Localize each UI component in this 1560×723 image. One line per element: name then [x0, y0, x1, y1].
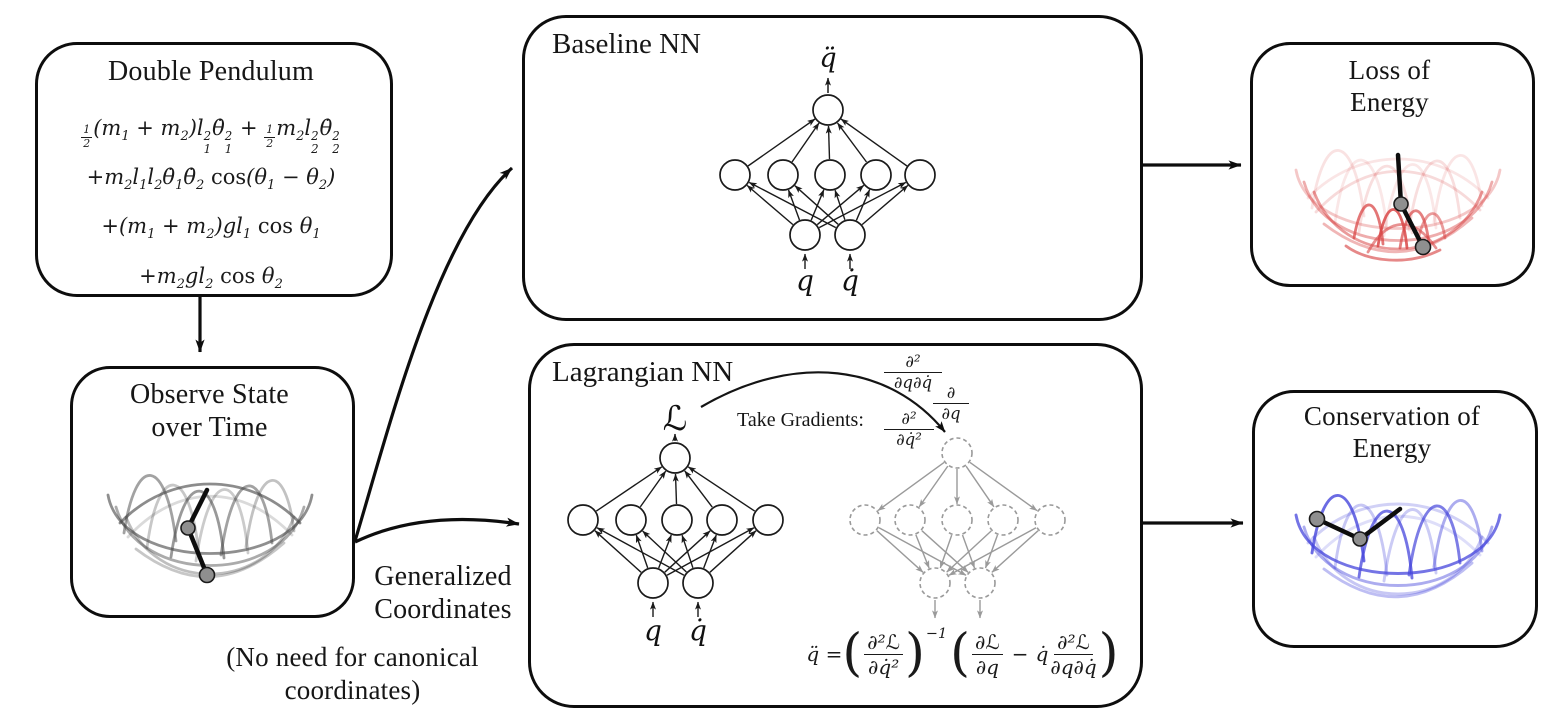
loss-title-line2: Energy: [1350, 87, 1429, 118]
loss-of-energy-title: Loss of Energy: [1250, 54, 1529, 119]
observed-pendulum: [180, 487, 216, 584]
conservation-pendulum: [1308, 506, 1403, 547]
observe-title-line1: Observe State: [130, 379, 289, 410]
no-need-line1: (No need for canonical: [226, 642, 479, 672]
pendulum-bob-1: [180, 520, 196, 536]
conservation-of-energy-box: [1252, 390, 1538, 648]
ghost-edges: [876, 461, 1039, 619]
lagrangian-network-solid: ℒ q q̇: [567, 399, 784, 647]
lagrangian-network-ghost: [849, 437, 1066, 619]
gradient-term-d2-dqdqdot: ∂²∂q∂q̇: [884, 352, 942, 393]
pendulum-bob-2: [198, 566, 216, 584]
gradient-term-d2-dqdot2: ∂²∂q̇²: [884, 409, 934, 450]
conservation-title-line1: Conservation of: [1303, 401, 1481, 431]
script-L-symbol: ℒ: [663, 399, 688, 439]
generalized-coordinates-label: Generalized Coordinates: [352, 560, 534, 626]
equation-line-2: +m2l1l2θ̇1θ̇2 cos(θ1 − θ2): [86, 165, 336, 194]
equation-line-3: +(m1 + m2)gl1 cos θ1: [101, 214, 321, 243]
pendulum-bob-2: [1414, 238, 1432, 256]
pendulum-bob-2: [1308, 510, 1326, 528]
loss-pendulum: [1393, 152, 1432, 256]
conservation-trajectory-blue: [1294, 494, 1502, 599]
observe-state-title: Observe State over Time: [70, 378, 349, 444]
baseline-edges: [746, 118, 909, 269]
gradient-term-d-dq: ∂∂q: [933, 383, 969, 424]
lagrangian-input-label-qdot: q̇: [689, 614, 707, 647]
conservation-of-energy-title: Conservation of Energy: [1252, 400, 1532, 465]
ghost-nodes: [849, 437, 1066, 599]
arrow-observe-to-lagrangian: [354, 517, 520, 544]
baseline-input-label-qdot: q̇: [841, 264, 859, 297]
loss-title-line1: Loss of: [1348, 55, 1431, 85]
observe-title-line2: over Time: [151, 412, 268, 444]
generalized-line2: Coordinates: [374, 594, 512, 626]
equation-line-4: +m2gl2 cos θ2: [139, 263, 283, 292]
lagrangian-nodes: [567, 442, 784, 599]
lagrangian-input-label-q: q: [644, 614, 662, 647]
loss-of-energy-box: [1250, 42, 1535, 287]
double-pendulum-box: [35, 42, 393, 297]
baseline-nn-title: Baseline NN: [552, 28, 701, 60]
conservation-title-line2: Energy: [1352, 433, 1432, 464]
double-pendulum-title: Double Pendulum: [108, 56, 314, 87]
take-gradients-label: Take Gradients:: [737, 409, 864, 431]
baseline-output-label: q̈: [819, 43, 836, 74]
pendulum-bob-1: [1352, 531, 1368, 547]
euler-lagrange-equation: q̈ = (∂²ℒ∂q̇²)−1(∂ℒ∂q−q̇∂²ℒ∂q∂q̇): [806, 624, 1119, 684]
lagrangian-nn-title: Lagrangian NN: [552, 356, 734, 388]
red-trajectory-traces: [1294, 149, 1502, 262]
generalized-line1: Generalized: [374, 561, 512, 592]
loss-trajectory-red: [1294, 149, 1502, 262]
pendulum-bob-1: [1393, 196, 1409, 212]
baseline-input-label-q: q: [796, 264, 814, 297]
observed-trajectory-gray: [106, 474, 314, 584]
gray-trajectory-traces: [106, 474, 314, 579]
blue-trajectory-traces: [1294, 494, 1502, 599]
no-canonical-coordinates-label: (No need for canonical coordinates): [170, 641, 535, 707]
baseline-nodes: [719, 94, 936, 251]
baseline-network: q̈ q q̇: [719, 43, 936, 297]
no-need-line2: coordinates): [284, 674, 421, 705]
lagrangian-edges: [594, 466, 757, 617]
